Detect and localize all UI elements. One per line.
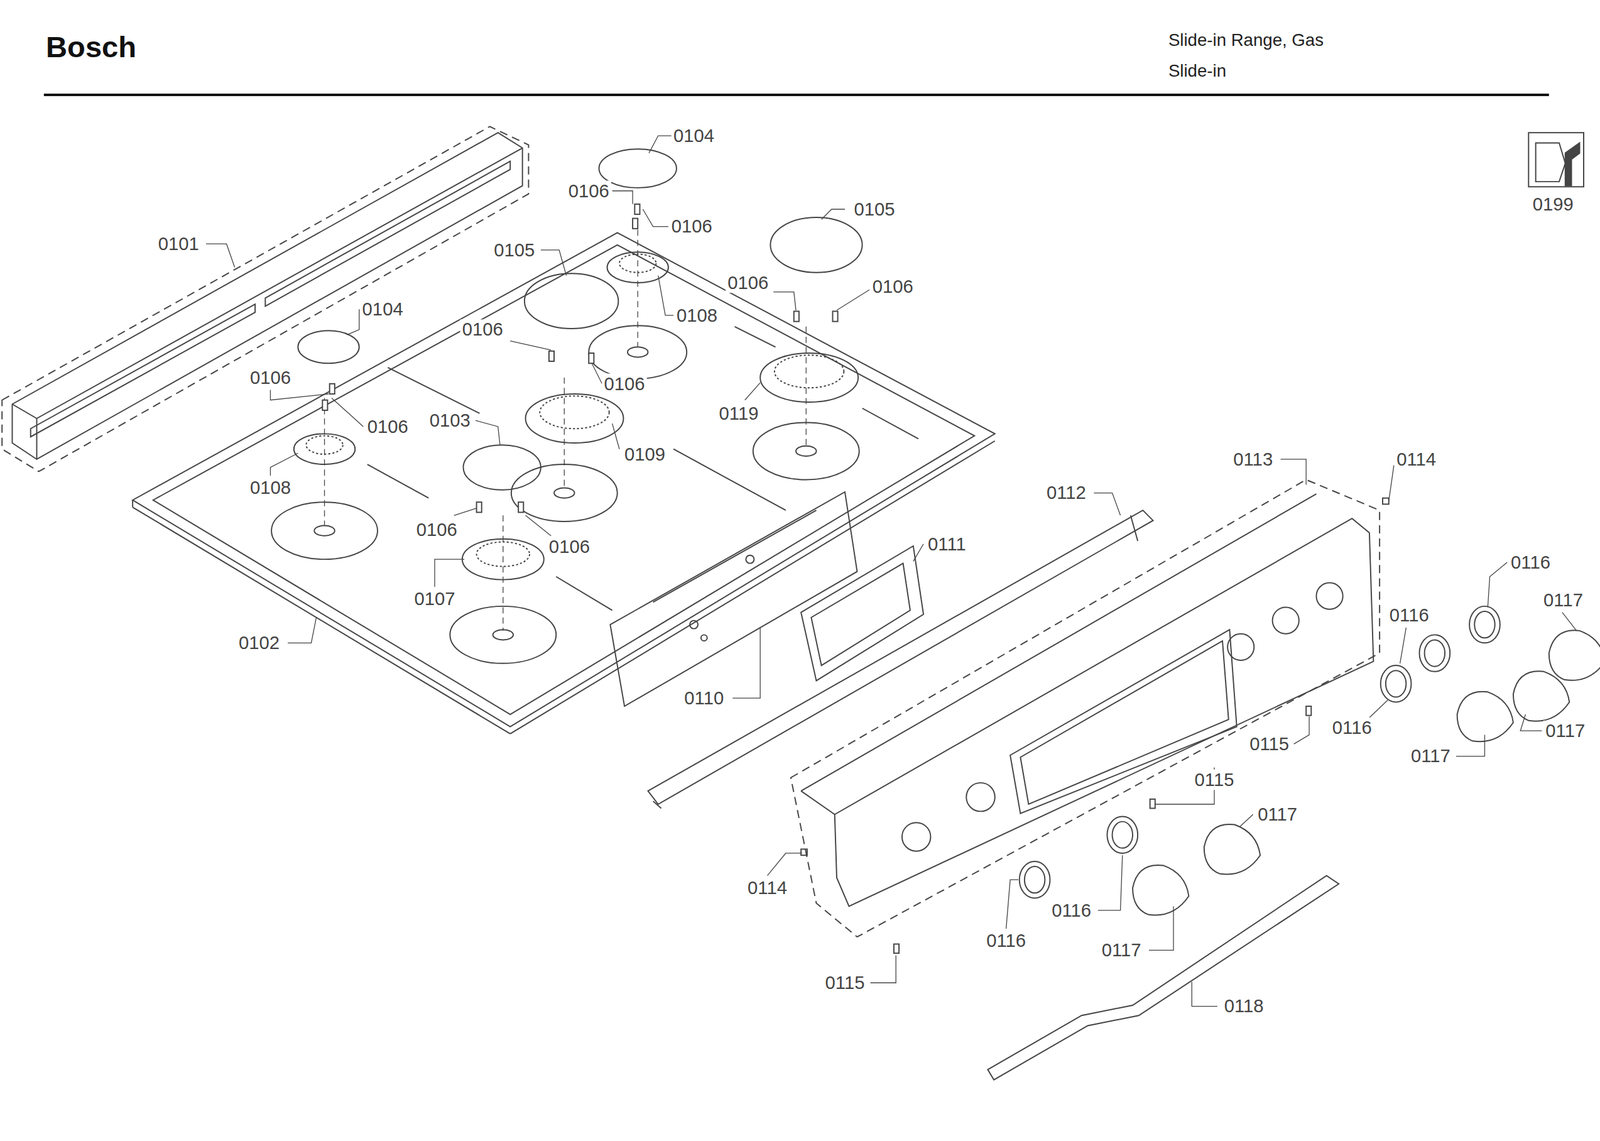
callout-number: 0117: [1541, 589, 1585, 610]
callout-number: 0118: [1221, 995, 1266, 1016]
callout-number: 0102: [236, 632, 283, 653]
callout-number: 0115: [822, 972, 867, 993]
callout-number: 0117: [1409, 745, 1453, 766]
callout-number: 0105: [851, 199, 898, 220]
callout-number: 0117: [1255, 804, 1300, 825]
callout-number: 0104: [671, 125, 717, 146]
header-text: Slide-in Range, Gas: [1168, 30, 1324, 51]
callout-number: 0106: [870, 276, 916, 297]
callout-number: 0114: [745, 877, 790, 898]
callout-number: 0116: [1508, 552, 1553, 573]
callout-number: 0106: [413, 519, 460, 540]
callout-number: 0106: [547, 536, 593, 557]
brand-title: Bosch: [45, 30, 137, 65]
callout-number: 0108: [674, 305, 720, 326]
callout-number: 0106: [364, 416, 411, 437]
callout-number: 0114: [1394, 449, 1438, 470]
callout-number: 0109: [622, 444, 668, 465]
callout-number: 0117: [1099, 939, 1143, 960]
callout-number: 0106: [248, 367, 294, 388]
callout-number: 0106: [601, 373, 648, 394]
callout-number: 0115: [1192, 769, 1236, 790]
callout-number: 0106: [460, 319, 506, 340]
callout-number: 0119: [716, 403, 761, 424]
callout-number: 0110: [682, 687, 726, 708]
callout-number: 0106: [725, 272, 771, 293]
callout-number: 0108: [248, 477, 294, 498]
callout-number: 0116: [1330, 717, 1374, 738]
callout-number: 0106: [669, 216, 715, 237]
callout-number: 0101: [155, 233, 202, 254]
callout-number: 0117: [1543, 720, 1587, 741]
callout-number: 0113: [1231, 449, 1275, 470]
callout-number: 0116: [1387, 604, 1432, 626]
callout-number: 0116: [984, 930, 1028, 951]
callout-number: 0116: [1049, 900, 1094, 921]
callout-number: 0105: [491, 239, 538, 261]
callout-number: 0104: [359, 299, 406, 320]
callout-number: 0106: [565, 180, 612, 202]
header-text: Slide-in: [1168, 60, 1227, 82]
callout-number: 0111: [925, 533, 969, 555]
callout-number: 0115: [1247, 733, 1291, 754]
callout-number: 0112: [1044, 482, 1089, 503]
callout-number: 0107: [412, 588, 458, 609]
callout-number: 0103: [427, 410, 474, 431]
callout-number: 0199: [1530, 194, 1577, 215]
